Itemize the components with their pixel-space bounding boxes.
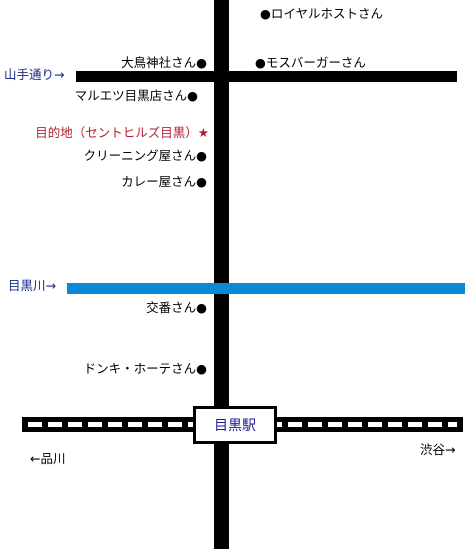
shibuya-direction-label: 渋谷→	[420, 442, 456, 457]
police-box-label: 交番さん●	[146, 300, 207, 315]
curry-shop-label: カレー屋さん●	[121, 174, 207, 189]
yamate-dori-road	[76, 71, 457, 82]
donki-label: ドンキ・ホーテさん●	[83, 361, 207, 376]
maruetsu-label: マルエツ目黒店さん●	[74, 88, 198, 103]
royal-host-label: ●ロイヤルホストさん	[260, 6, 384, 21]
meguro-river-label: 目黒川→	[8, 278, 56, 293]
ootori-shrine-label: 大鳥神社さん●	[121, 55, 207, 70]
shinagawa-direction-label: ←品川	[30, 451, 66, 466]
yamate-dori-label: 山手通り→	[4, 67, 65, 82]
cleaning-shop-label: クリーニング屋さん●	[83, 148, 207, 163]
mos-burger-label: ●モスバーガーさん	[255, 55, 366, 70]
meguro-river	[67, 283, 465, 294]
meguro-station-label[interactable]: 目黒駅	[193, 406, 277, 444]
main-street-vertical	[214, 0, 229, 549]
destination-label[interactable]: 目的地（セントヒルズ目黒）★	[35, 125, 209, 140]
